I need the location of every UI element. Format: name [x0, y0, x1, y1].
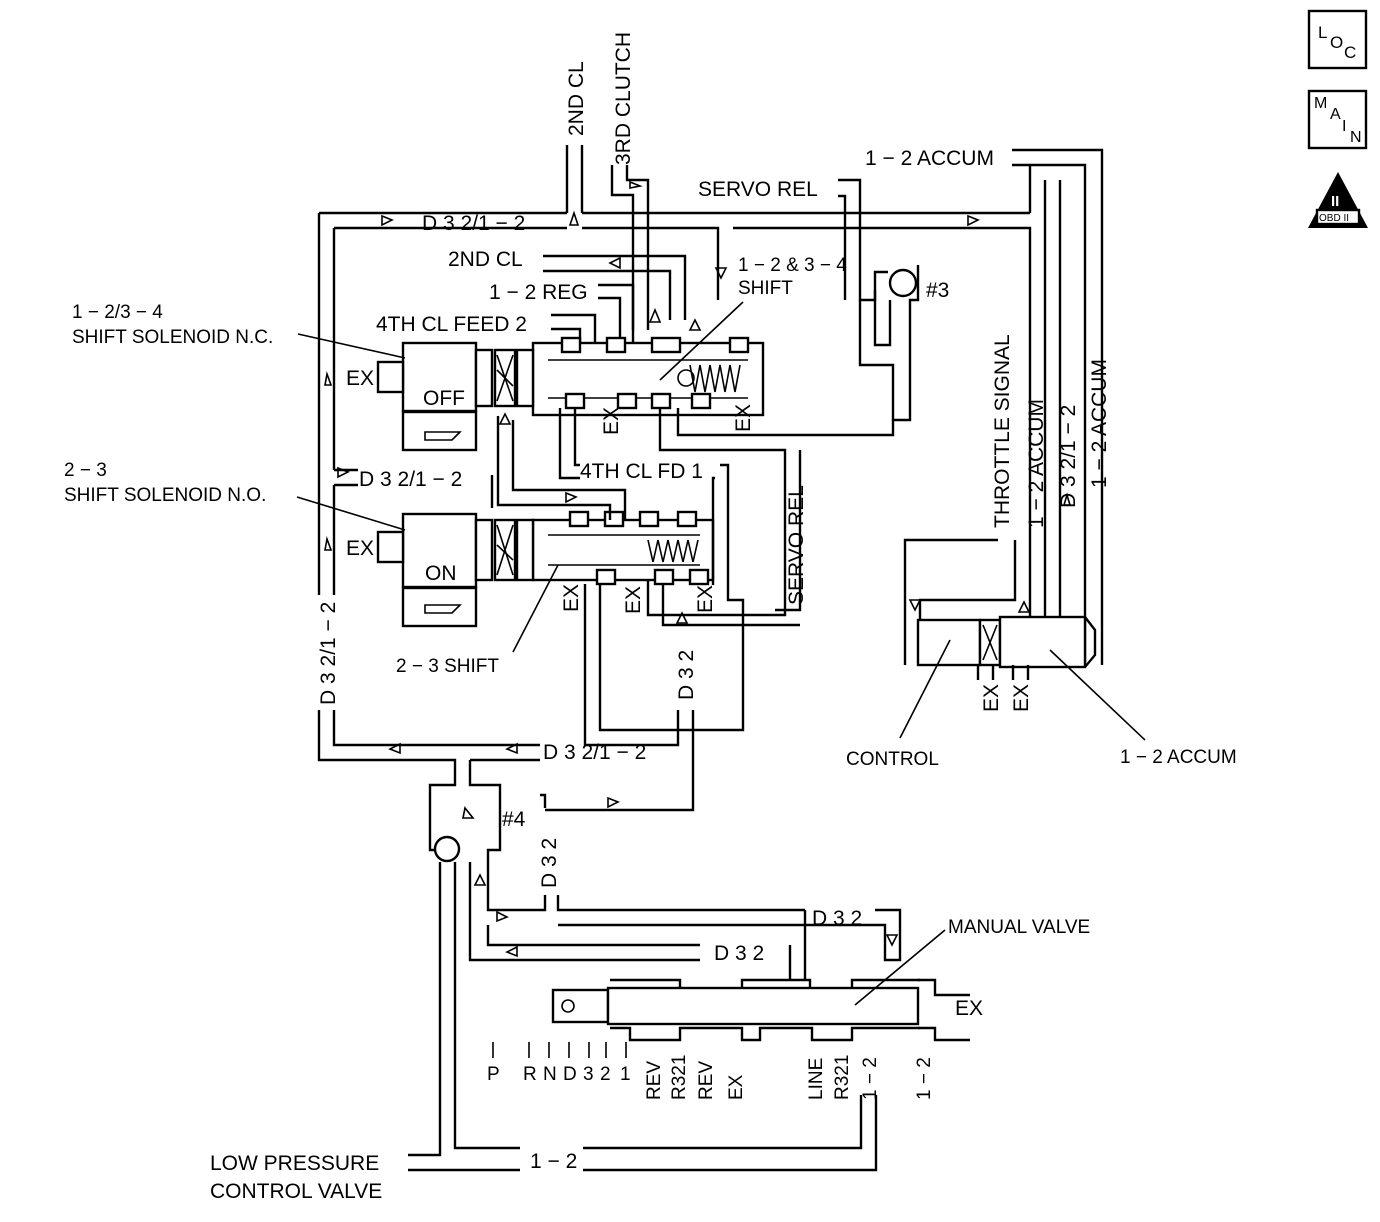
sol-23-label-l2: SHIFT SOLENOID N.O. — [64, 485, 266, 506]
line-3rd-clutch: 3RD CLUTCH — [612, 32, 635, 165]
line-4th-cl-fd1: 4TH CL FD 1 — [580, 460, 703, 483]
main-letter-m: M — [1314, 95, 1327, 112]
accum-12-bottom-label: 1 − 2 ACCUM — [1120, 747, 1237, 768]
accum-12-vert-a: 1 − 2 ACCUM — [1025, 399, 1048, 528]
d32-vert-low: D 3 2 — [538, 838, 561, 888]
check-4-label: #4 — [502, 808, 526, 831]
sol-23-ex: EX — [346, 537, 374, 560]
line-4th-cl-feed2: 4TH CL FEED 2 — [376, 313, 527, 336]
loc-letter-l: L — [1318, 23, 1327, 42]
manual-position-label: 1 — [620, 1064, 631, 1085]
line-2nd-cl-top: 2ND CL — [565, 61, 588, 136]
flow-arrows — [324, 180, 1072, 958]
manual-port-label: R321 — [832, 1055, 853, 1100]
check-ball-3: #3 — [858, 265, 949, 422]
line-d32-12-top: D 3 2/1 − 2 — [422, 212, 525, 235]
ex-acc-2: EX — [1010, 684, 1033, 712]
manual-port-label: REV — [644, 1061, 665, 1100]
line-d32-b: D 3 2 — [714, 942, 764, 965]
loc-letter-c: C — [1344, 43, 1356, 62]
sol-23-state: ON — [425, 562, 457, 585]
manual-port-label: EX — [726, 1074, 747, 1100]
line-d32-12-low: D 3 2/1 − 2 — [543, 741, 646, 764]
valve-12-34-label-l2: SHIFT — [738, 278, 793, 299]
manual-valve-label: MANUAL VALVE — [948, 917, 1090, 938]
line-12-reg: 1 − 2 REG — [489, 281, 588, 304]
main-letter-n: N — [1350, 129, 1362, 146]
manual-position-label: N — [543, 1064, 557, 1085]
loc-button[interactable]: L O C — [1307, 9, 1368, 70]
manual-ex: EX — [955, 997, 983, 1020]
ex-acc-1: EX — [980, 684, 1003, 712]
obd-caption: OBD II — [1319, 213, 1349, 224]
manual-position-label: R — [523, 1064, 537, 1085]
obd-ii-button[interactable]: II OBD II — [1308, 172, 1368, 228]
obd-numeral: II — [1331, 193, 1339, 210]
main-button[interactable]: M A I N — [1307, 89, 1368, 150]
manual-position-label: 3 — [583, 1064, 594, 1085]
check-ball-4 — [433, 835, 461, 863]
line-d32-12-mid: D 3 2/1 − 2 — [359, 468, 462, 491]
main-letter-i: I — [1342, 118, 1346, 135]
sol-1234-ex: EX — [346, 367, 374, 390]
servo-rel-vert: SERVO REL — [785, 485, 808, 605]
manual-port-label: 1 − 2 — [914, 1057, 935, 1100]
valve-23-label: 2 − 3 SHIFT — [396, 656, 499, 677]
solenoid-23: ON EX 2 − 3 SHIFT SOLENOID N.O. — [64, 460, 535, 628]
line-12-accum-top: 1 − 2 ACCUM — [865, 147, 994, 170]
line-servo-rel-top: SERVO REL — [698, 178, 818, 201]
manual-port-label: REV — [696, 1061, 717, 1100]
manual-position-label: D — [563, 1064, 577, 1085]
sol-1234-label-l2: SHIFT SOLENOID N.C. — [72, 327, 273, 348]
top-feed-lines — [317, 145, 1104, 665]
manual-position-label: P — [487, 1064, 500, 1085]
shift-valve-23: 2 − 3 SHIFT — [396, 510, 715, 677]
ex-a-label: EX — [600, 407, 623, 435]
low-pressure-label-l1: LOW PRESSURE — [210, 1152, 379, 1175]
control-label: CONTROL — [846, 749, 939, 770]
d32-12-vert-right: D 3 2/1 − 2 — [1057, 405, 1080, 508]
line-2nd-cl: 2ND CL — [448, 248, 523, 271]
accum-12-valve: THROTTLE SIGNAL 1 − 2 ACCUM D 3 2/1 − 2 … — [846, 334, 1237, 770]
line-12-bottom: 1 − 2 — [530, 1150, 577, 1173]
accum-12-vert-b: 1 − 2 ACCUM — [1088, 359, 1111, 488]
d32-12-vert-left: D 3 2/1 − 2 — [317, 602, 340, 705]
loc-letter-o: O — [1330, 33, 1343, 52]
low-pressure-label-l2: CONTROL VALVE — [210, 1180, 382, 1203]
manual-port-label: LINE — [806, 1058, 827, 1100]
manual-port-label: 1 − 2 — [860, 1057, 881, 1100]
main-letter-a: A — [1330, 106, 1341, 123]
sol-23-label-l1: 2 − 3 — [64, 460, 107, 481]
check-3-label: #3 — [926, 279, 949, 302]
line-labels: 2ND CL 3RD CLUTCH D 3 2/1 − 2 2ND CL 1 −… — [210, 32, 994, 1203]
line-d32-a: D 3 2 — [812, 907, 862, 930]
ex-d-label: EX — [622, 586, 645, 614]
d32-vert-mid: D 3 2 — [675, 650, 698, 700]
ex-c-label: EX — [560, 584, 583, 612]
ex-e-label: EX — [694, 585, 717, 613]
sol-1234-state: OFF — [423, 387, 465, 410]
throttle-signal-label: THROTTLE SIGNAL — [991, 334, 1014, 528]
mid-lines — [332, 408, 895, 812]
sol-1234-label-l1: 1 − 2/3 − 4 — [72, 302, 163, 323]
ex-b-label: EX — [732, 404, 755, 432]
lower-trunk: #4 — [317, 710, 902, 1172]
manual-port-label: R321 — [669, 1055, 690, 1100]
solenoid-1234: OFF EX 1 − 2/3 − 4 SHIFT SOLENOID N.C. — [72, 302, 535, 452]
manual-position-label: 2 — [600, 1064, 611, 1085]
valve-12-34-label-l1: 1 − 2 & 3 − 4 — [738, 255, 847, 276]
